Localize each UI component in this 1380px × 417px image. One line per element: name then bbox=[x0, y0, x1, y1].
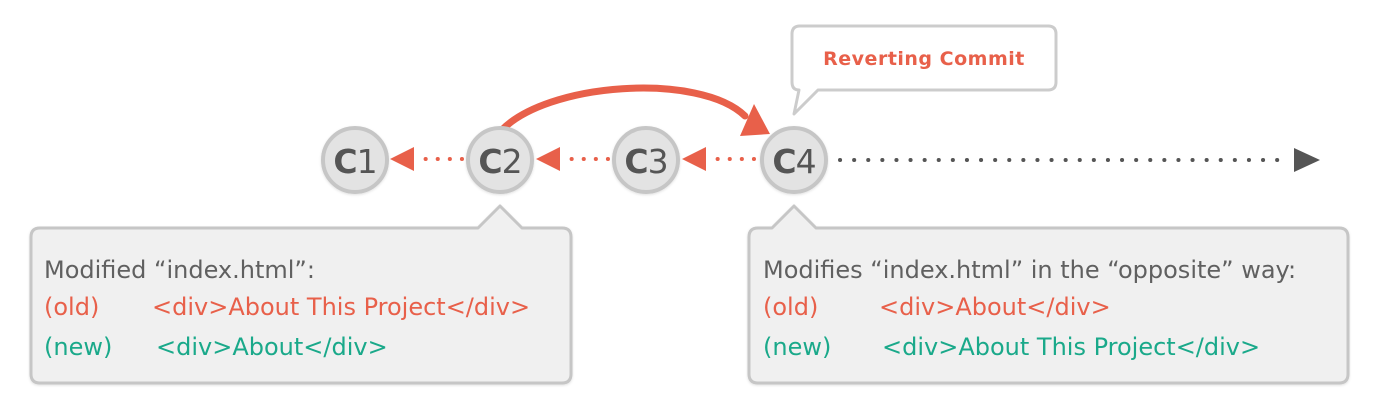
arrow-left-icon bbox=[682, 147, 706, 171]
reverting-commit-callout: Reverting Commit bbox=[790, 24, 1058, 116]
c4-box-heading: Modifies “index.html” in the “opposite” … bbox=[763, 256, 1296, 284]
commit-label-c1: C1 bbox=[333, 142, 376, 181]
commit-letter: C bbox=[333, 142, 356, 181]
commit-number: 4 bbox=[796, 142, 816, 181]
c2-new-tag: (new) bbox=[44, 333, 112, 361]
c2-new-code: <div>About</div> bbox=[156, 333, 388, 361]
commit-number: 3 bbox=[648, 142, 668, 181]
commit-node-c2: C2 bbox=[466, 126, 534, 194]
commit-letter: C bbox=[624, 142, 647, 181]
commit-label-c2: C2 bbox=[478, 142, 521, 181]
c2-change-box: Modified “index.html”: (old) <div>About … bbox=[29, 204, 573, 385]
arrow-left-icon bbox=[390, 147, 414, 171]
arrow-right-icon bbox=[1294, 148, 1320, 172]
commit-node-c3: C3 bbox=[612, 126, 680, 194]
commit-label-c4: C4 bbox=[772, 142, 815, 181]
c4-old-code: <div>About</div> bbox=[879, 293, 1111, 321]
commit-letter: C bbox=[478, 142, 501, 181]
c4-old-tag: (old) bbox=[763, 293, 818, 321]
commit-number: 1 bbox=[357, 142, 377, 181]
commit-node-c1: C1 bbox=[321, 126, 389, 194]
c2-old-tag: (old) bbox=[44, 293, 99, 321]
c4-new-tag: (new) bbox=[763, 333, 831, 361]
c2-box-heading: Modified “index.html”: bbox=[44, 256, 315, 284]
commit-label-c3: C3 bbox=[624, 142, 667, 181]
c2-old-code: <div>About This Project</div> bbox=[152, 293, 530, 321]
c4-change-box: Modifies “index.html” in the “opposite” … bbox=[747, 204, 1350, 385]
commit-number: 2 bbox=[502, 142, 522, 181]
history-links bbox=[390, 147, 1320, 172]
commit-node-c4: C4 bbox=[760, 126, 828, 194]
arrow-left-icon bbox=[536, 147, 560, 171]
c4-new-code: <div>About This Project</div> bbox=[882, 333, 1260, 361]
callout-title: Reverting Commit bbox=[823, 48, 1025, 70]
commit-letter: C bbox=[772, 142, 795, 181]
curved-arrow-icon bbox=[496, 84, 770, 136]
